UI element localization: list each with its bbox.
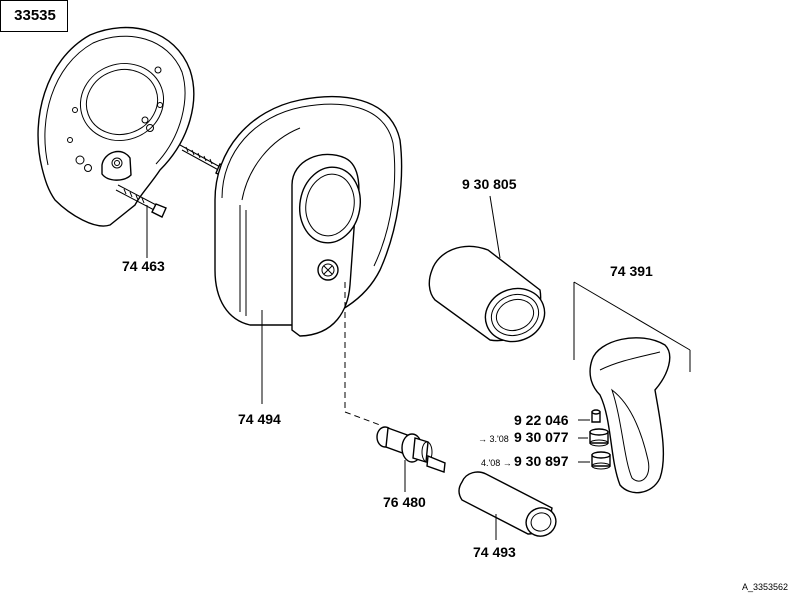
backplate-drawing <box>37 26 195 227</box>
cap-a-drawing <box>589 428 609 447</box>
small-screw-drawing <box>591 409 601 423</box>
sheet-number-box: 33535 <box>0 0 68 32</box>
part-label-930077: 9 30 077 <box>514 429 569 445</box>
extension-drawing <box>458 471 557 537</box>
part-note-930077: → 3.'08 <box>478 434 509 444</box>
lever-handle-drawing <box>573 281 691 494</box>
part-label-74391: 74 391 <box>610 263 653 279</box>
cap-b-drawing <box>591 451 611 470</box>
cover-drawing <box>214 95 403 337</box>
part-label-930805: 9 30 805 <box>462 176 517 192</box>
part-note-930897: 4.'08 → <box>481 458 512 468</box>
part-label-922046: 9 22 046 <box>514 412 569 428</box>
leader-line-930805 <box>489 195 501 259</box>
part-label-76480: 76 480 <box>383 494 426 510</box>
part-label-74463: 74 463 <box>122 258 165 274</box>
part-label-74494: 74 494 <box>238 411 281 427</box>
sleeve-drawing <box>428 245 546 343</box>
drawing-reference: A_3353562 <box>742 582 788 592</box>
part-label-74493: 74 493 <box>473 544 516 560</box>
cartridge-drawing <box>376 426 446 473</box>
assembly-axis-line <box>344 282 381 426</box>
sheet-number: 33535 <box>14 7 56 24</box>
part-label-930897: 9 30 897 <box>514 453 569 469</box>
